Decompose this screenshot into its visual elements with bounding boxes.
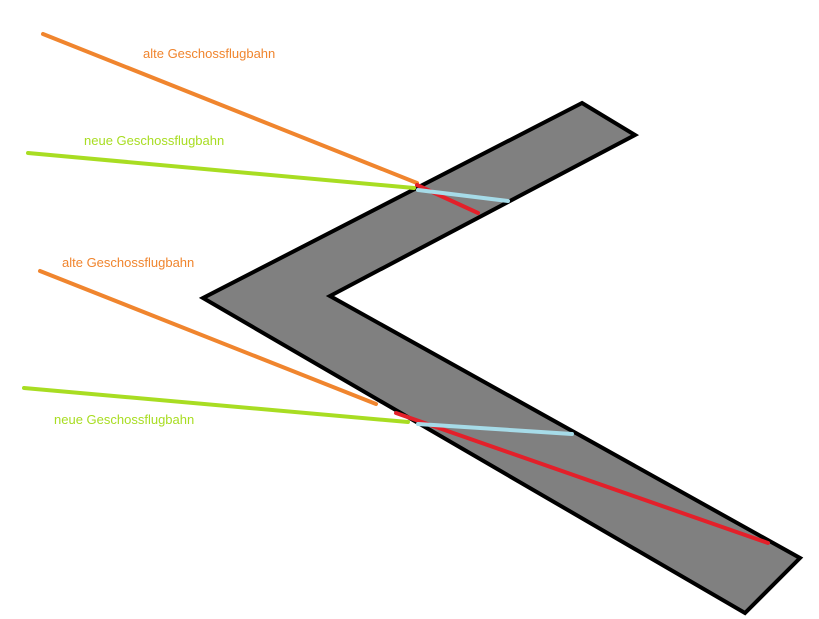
bottom-old-path-in-plate — [394, 411, 770, 545]
bottom-old-trajectory — [38, 269, 378, 406]
bottom-new-trajectory-label: neue Geschossflugbahn — [54, 412, 194, 427]
top-old-trajectory-label: alte Geschossflugbahn — [143, 46, 275, 61]
bottom-new-trajectory — [22, 386, 410, 424]
bottom-new-path-in-plate — [416, 422, 574, 436]
top-old-trajectory — [41, 32, 419, 185]
top-new-trajectory — [26, 151, 416, 190]
top-new-trajectory-label: neue Geschossflugbahn — [84, 133, 224, 148]
bottom-old-trajectory-label: alte Geschossflugbahn — [62, 255, 194, 270]
armor-plate — [198, 100, 804, 616]
top-new-path-in-plate — [416, 188, 510, 203]
